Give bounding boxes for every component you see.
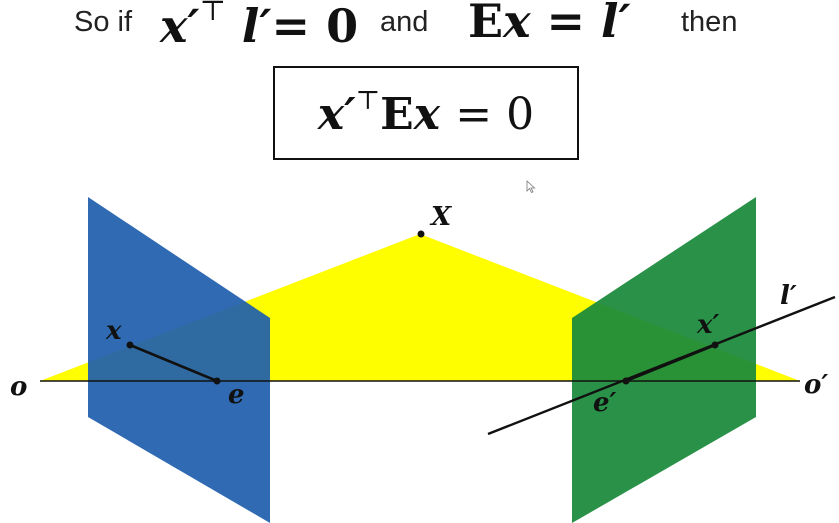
heading-line: So if x′⊤ l′= 0 and Ex = l′ then (0, 0, 839, 60)
result-equation: x′⊤Ex = 0 (317, 86, 535, 140)
mouse-cursor-icon (526, 180, 536, 194)
point-x (126, 341, 134, 349)
result-equation-box: x′⊤Ex = 0 (273, 66, 579, 160)
equation-epipolar-line-constraint: x′⊤ l′= 0 (160, 0, 359, 53)
label-o: o (10, 372, 28, 402)
label-X: X (431, 202, 452, 232)
heading-so-if: So if (74, 6, 133, 38)
label-x: x (106, 316, 122, 346)
point-e-prime (622, 377, 630, 385)
point-X (417, 230, 425, 238)
label-o-prime: o′ (804, 370, 829, 400)
point-x-prime (711, 341, 719, 349)
label-e-prime: e′ (593, 388, 617, 418)
heading-and: and (380, 6, 429, 38)
segment-e-prime-x-prime (625, 343, 716, 383)
label-l-prime: l′ (780, 281, 797, 311)
label-e: e (228, 380, 245, 410)
point-e (213, 377, 221, 385)
right-image-plane (572, 197, 756, 523)
label-x-prime: x′ (697, 310, 720, 340)
segment-x-e (129, 343, 218, 383)
heading-then: then (681, 6, 738, 38)
left-image-plane (88, 197, 270, 523)
equation-essential-map: Ex = l′ (468, 0, 631, 48)
